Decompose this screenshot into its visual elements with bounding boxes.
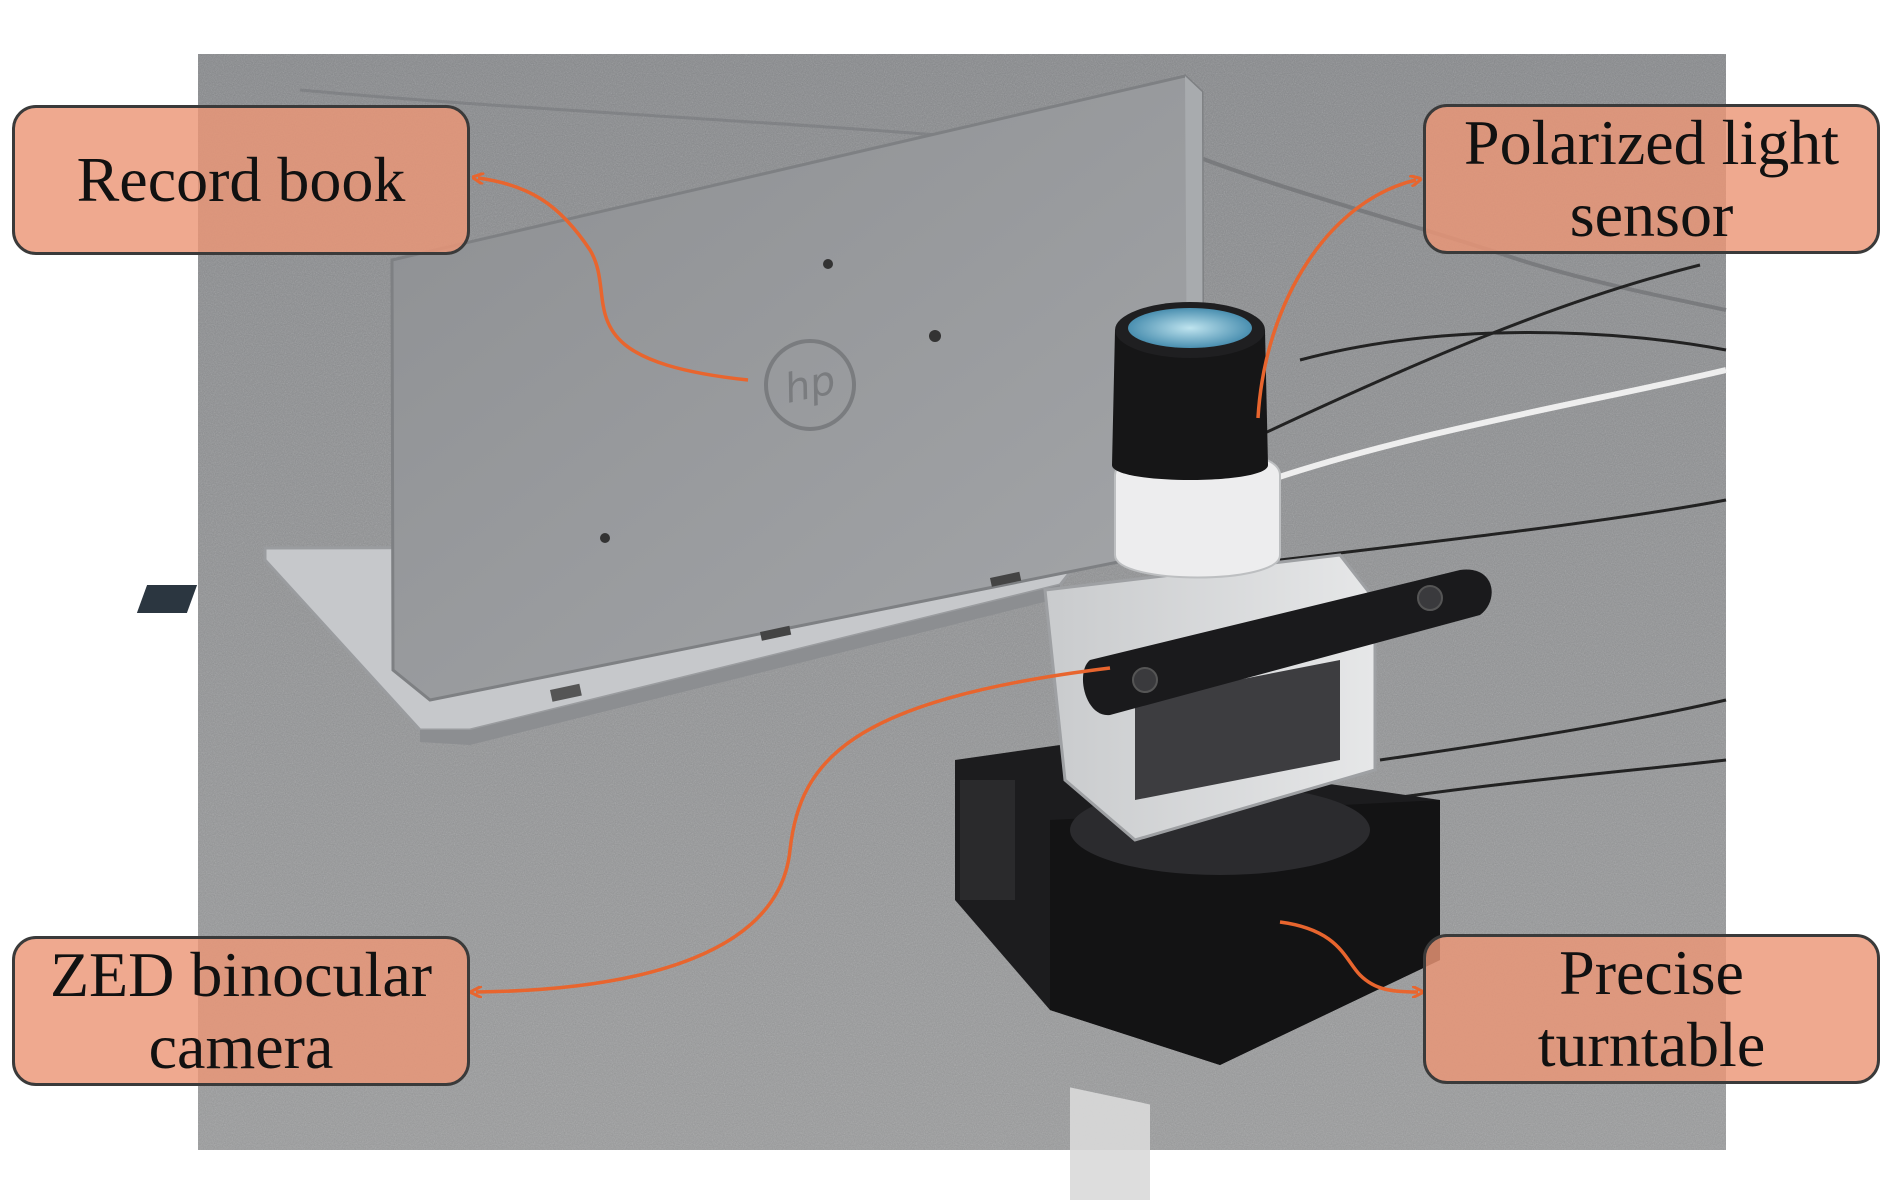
label-record-book-text: Record book <box>76 144 406 216</box>
label-turntable-line1: Precise <box>1559 937 1744 1009</box>
laptop-brand-text: hp <box>780 357 839 413</box>
label-record-book: Record book <box>12 105 470 255</box>
label-turntable-line2: turntable <box>1537 1009 1766 1080</box>
annotation-arrows <box>476 178 1418 992</box>
label-precise-turntable: Precise turntable <box>1423 934 1880 1084</box>
label-zed-text: ZED binocular camera <box>50 939 432 1082</box>
laptop-logo: hp <box>764 339 856 431</box>
cables <box>1249 263 1727 802</box>
label-polarized-line1: Polarized light <box>1463 107 1840 179</box>
label-zed-binocular-camera: ZED binocular camera <box>12 936 470 1086</box>
arrow-turntable <box>1279 920 1418 992</box>
label-polarized-text: Polarized light sensor <box>1464 107 1839 250</box>
label-zed-line2: camera <box>148 1011 334 1082</box>
label-turntable-text: Precise turntable <box>1538 937 1765 1080</box>
label-polarized-light-sensor: Polarized light sensor <box>1423 104 1880 254</box>
arrow-record-book <box>478 178 749 382</box>
arrow-zed-camera <box>476 666 1111 992</box>
laptop: hp <box>136 74 1205 745</box>
arrow-polarized-sensor <box>1256 180 1416 419</box>
label-zed-line1: ZED binocular <box>49 939 433 1011</box>
sensor-assembly <box>955 302 1492 1200</box>
label-polarized-line2: sensor <box>1569 179 1734 250</box>
